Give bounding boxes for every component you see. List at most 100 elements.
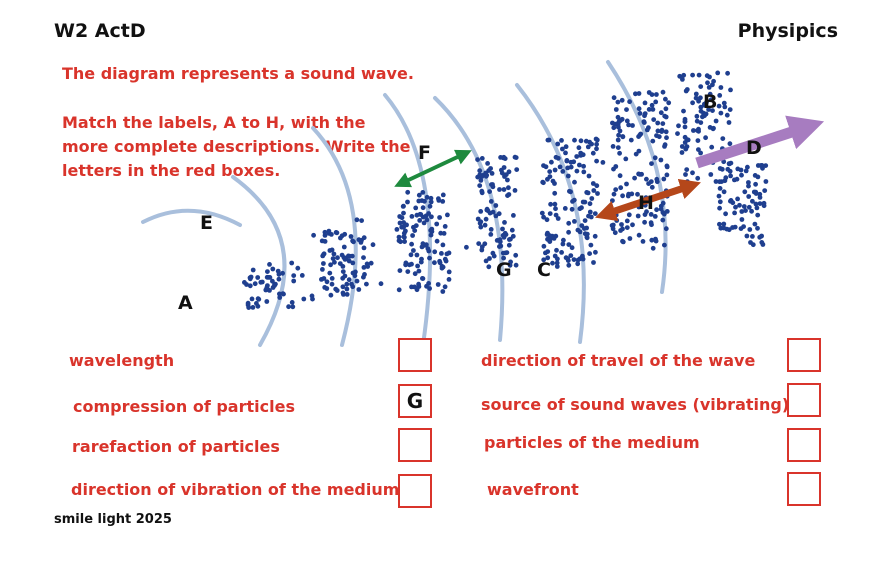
particle-dot <box>592 233 598 239</box>
particle-dot <box>335 255 340 261</box>
particle-dot <box>660 200 666 206</box>
particle-dot <box>750 234 755 239</box>
particle-dot <box>464 244 469 250</box>
particle-dot <box>442 284 448 290</box>
particle-dot <box>398 239 403 245</box>
particle-dot <box>320 267 325 272</box>
particle-dot <box>614 218 620 223</box>
particle-dot <box>397 268 403 273</box>
particle-dot <box>547 169 553 175</box>
particle-dot <box>660 217 666 223</box>
particle-dot <box>482 222 488 228</box>
answer-box-source[interactable] <box>787 383 821 417</box>
particle-dot <box>321 276 327 281</box>
particle-dot <box>428 199 434 205</box>
particle-dot <box>620 193 625 199</box>
answer-box-particles[interactable] <box>787 428 821 462</box>
particle-dot <box>479 156 485 161</box>
particle-dot <box>553 212 559 218</box>
particle-dot <box>280 270 285 276</box>
particle-dot <box>329 276 335 281</box>
particle-dot <box>483 170 489 176</box>
answer-box-wavelength[interactable] <box>398 338 432 372</box>
particle-dot <box>500 250 506 256</box>
particle-dot <box>594 137 600 143</box>
particle-dot <box>487 256 492 261</box>
particle-dot <box>633 151 639 157</box>
particle-dot <box>728 173 733 179</box>
particle-dot <box>479 244 485 250</box>
particle-dot <box>421 220 427 226</box>
particle-dot <box>617 128 623 134</box>
particle-dot <box>548 201 553 207</box>
particle-dot <box>728 87 733 93</box>
particle-dot <box>585 144 591 150</box>
particle-dot <box>437 258 442 264</box>
particle-dot <box>547 239 553 245</box>
particle-dot <box>568 159 574 165</box>
particle-dot <box>322 233 328 238</box>
answer-box-compression[interactable]: G <box>398 384 432 418</box>
particle-dot <box>636 91 642 96</box>
particle-dot <box>615 137 621 143</box>
particle-dot <box>426 248 432 254</box>
wavefront-1 <box>141 208 242 227</box>
particle-dot <box>332 259 337 265</box>
particle-dot <box>420 205 426 211</box>
particle-dot <box>708 172 714 177</box>
particle-dot <box>624 107 629 112</box>
particle-dot <box>440 289 446 294</box>
particle-dot <box>250 267 256 273</box>
answer-box-rarefaction[interactable] <box>398 428 432 462</box>
wavefront-3 <box>311 126 358 347</box>
particle-dot <box>399 215 405 221</box>
particle-dot <box>636 106 642 112</box>
particle-dot <box>726 120 732 125</box>
particle-dot <box>437 215 442 220</box>
particle-dot <box>635 213 641 219</box>
particle-dot <box>497 237 503 243</box>
particle-dot <box>679 150 685 155</box>
particle-dot <box>435 282 441 287</box>
particle-dot <box>626 212 632 218</box>
answer-box-wavefront[interactable] <box>787 472 821 506</box>
particle-dot <box>661 176 667 182</box>
particle-dot <box>737 202 742 208</box>
particle-dot <box>707 125 713 130</box>
answer-box-vibration-direction[interactable] <box>398 474 432 508</box>
particle-dot <box>600 160 606 165</box>
particle-dot <box>409 284 414 290</box>
wavefront-5 <box>433 96 505 342</box>
particle-dot <box>587 251 592 256</box>
particle-dot <box>409 261 414 267</box>
particle-dot <box>440 242 446 248</box>
particle-dot <box>354 278 360 284</box>
particle-dot <box>738 226 744 232</box>
particle-dot <box>755 225 760 231</box>
particle-dot <box>327 248 333 253</box>
particle-dot <box>560 146 565 152</box>
particle-dot <box>265 283 270 288</box>
particle-dot <box>732 177 737 183</box>
particle-dot <box>565 256 571 262</box>
particle-dot <box>625 193 631 199</box>
particle-dot <box>591 260 596 265</box>
particle-dot <box>627 99 632 105</box>
particle-dot <box>746 204 752 210</box>
particle-dot <box>630 222 635 228</box>
particle-dot <box>619 116 625 122</box>
particle-dot <box>719 166 725 172</box>
particle-dot <box>552 190 558 196</box>
particle-dot <box>541 257 547 263</box>
answer-box-travel-direction[interactable] <box>787 338 821 372</box>
particle-dot <box>577 162 582 168</box>
particle-dot <box>506 185 511 191</box>
particle-dot <box>503 172 509 178</box>
particle-dot <box>413 205 419 211</box>
particle-dot <box>708 97 714 103</box>
particle-dot <box>412 228 418 234</box>
particle-dot <box>641 119 647 124</box>
particle-dot <box>415 263 420 269</box>
particle-dot <box>479 174 485 180</box>
particle-dot <box>721 221 727 227</box>
